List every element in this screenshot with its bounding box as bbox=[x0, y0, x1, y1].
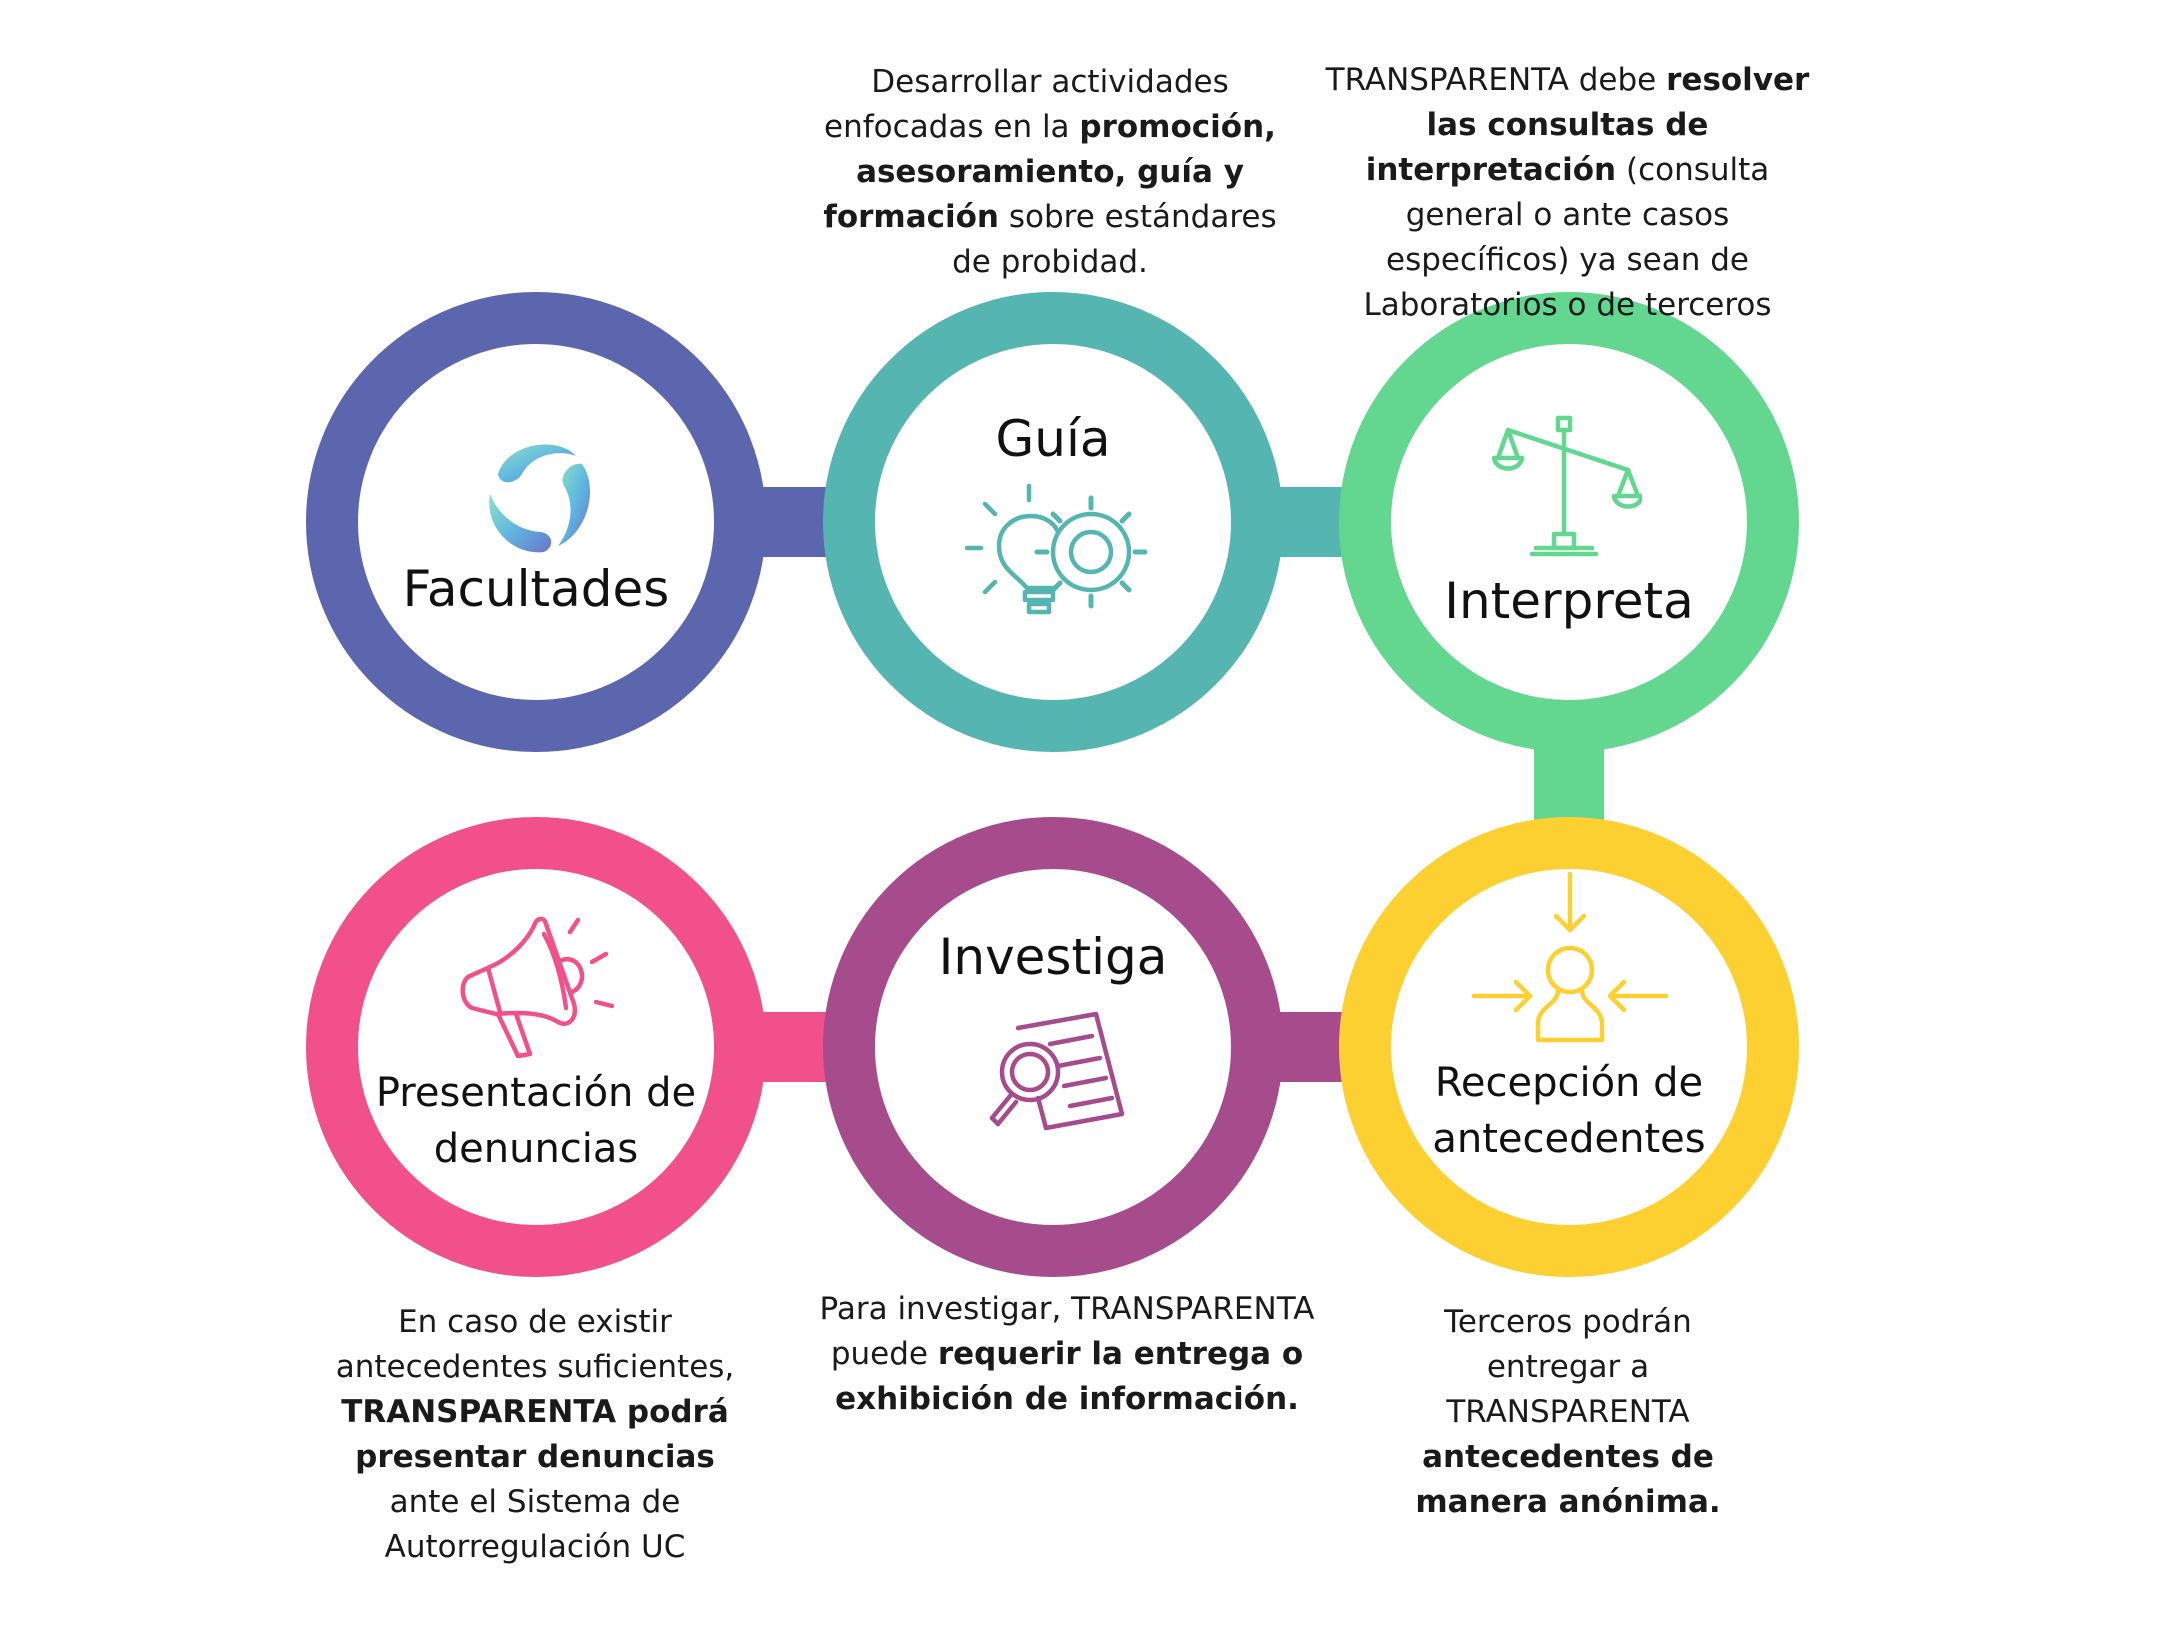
lightbulb-gear-icon bbox=[964, 484, 1148, 615]
person-arrows-icon bbox=[1471, 872, 1669, 1043]
denuncias-label-line-1: Presentación de bbox=[375, 1070, 697, 1116]
guia-label: Guía bbox=[995, 410, 1111, 468]
swirl-logo-icon bbox=[489, 444, 591, 553]
megaphone-icon bbox=[460, 916, 615, 1059]
investiga-description: Para investigar, TRANSPARENTA puede requ… bbox=[819, 1291, 1315, 1417]
denuncias-label: Presentación de denuncias bbox=[346, 1065, 726, 1177]
facultades-label: Facultades bbox=[402, 560, 670, 618]
recepcion-label: Recepción de antecedentes bbox=[1399, 1055, 1739, 1167]
recepcion-label-line-1: Recepción de bbox=[1434, 1060, 1704, 1106]
document-magnifier-icon bbox=[989, 1011, 1125, 1131]
denuncias-description: En caso de existir antecedentes suficien… bbox=[335, 1304, 735, 1565]
scales-icon bbox=[1492, 415, 1642, 557]
interpreta-label: Interpreta bbox=[1444, 572, 1694, 630]
recepcion-description: Terceros podrán entregar a TRANSPARENTA … bbox=[1415, 1304, 1721, 1520]
guia-description: Desarrollar actividades enfocadas en la … bbox=[823, 64, 1277, 280]
denuncias-label-line-2: denuncias bbox=[433, 1126, 639, 1172]
recepcion-label-line-2: antecedentes bbox=[1432, 1116, 1706, 1162]
investiga-label: Investiga bbox=[938, 928, 1168, 986]
interpreta-description: TRANSPARENTA debe resolver las consultas… bbox=[1325, 62, 1810, 323]
